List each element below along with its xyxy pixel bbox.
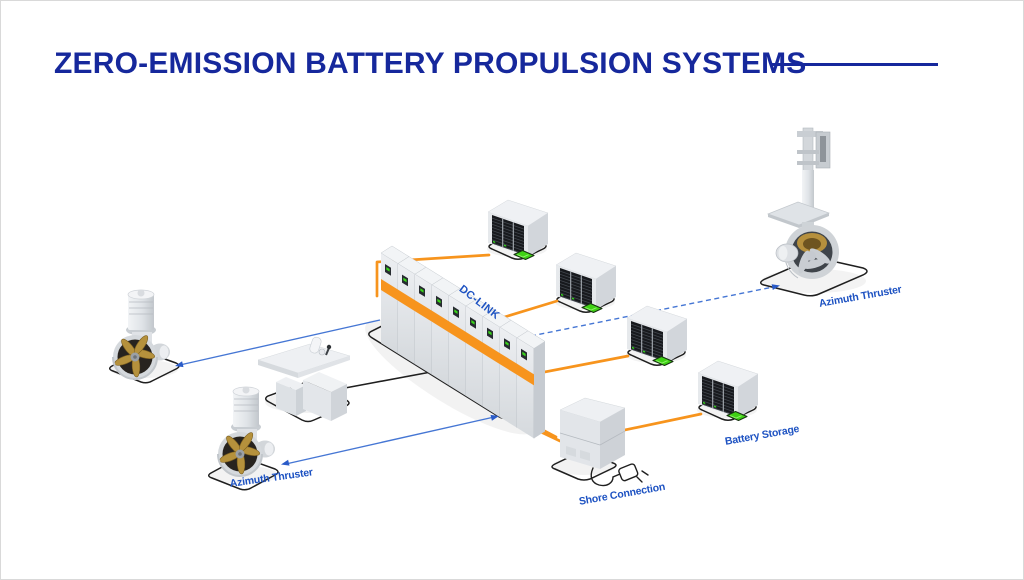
title-rule (771, 63, 938, 66)
shore-outline (551, 451, 617, 481)
arrow-icon (281, 459, 290, 466)
arrow-icon (490, 414, 499, 421)
dclink-switchboard (380, 245, 546, 439)
thruster-port-outline (109, 351, 180, 384)
arrow-icon (175, 361, 184, 368)
thruster-stern-outline (208, 457, 279, 491)
control-console (257, 336, 351, 421)
arrow-icon (771, 284, 780, 290)
azimuth-thruster-bow (767, 127, 839, 279)
power-line-rack1 (375, 253, 491, 298)
power-plug-icon (590, 463, 649, 487)
thruster-bow-outline (760, 257, 868, 297)
shore-connection-cabinet (559, 397, 626, 469)
page-title: ZERO-EMISSION BATTERY PROPULSION SYSTEMS (54, 47, 807, 80)
power-line-rack2 (496, 299, 559, 321)
